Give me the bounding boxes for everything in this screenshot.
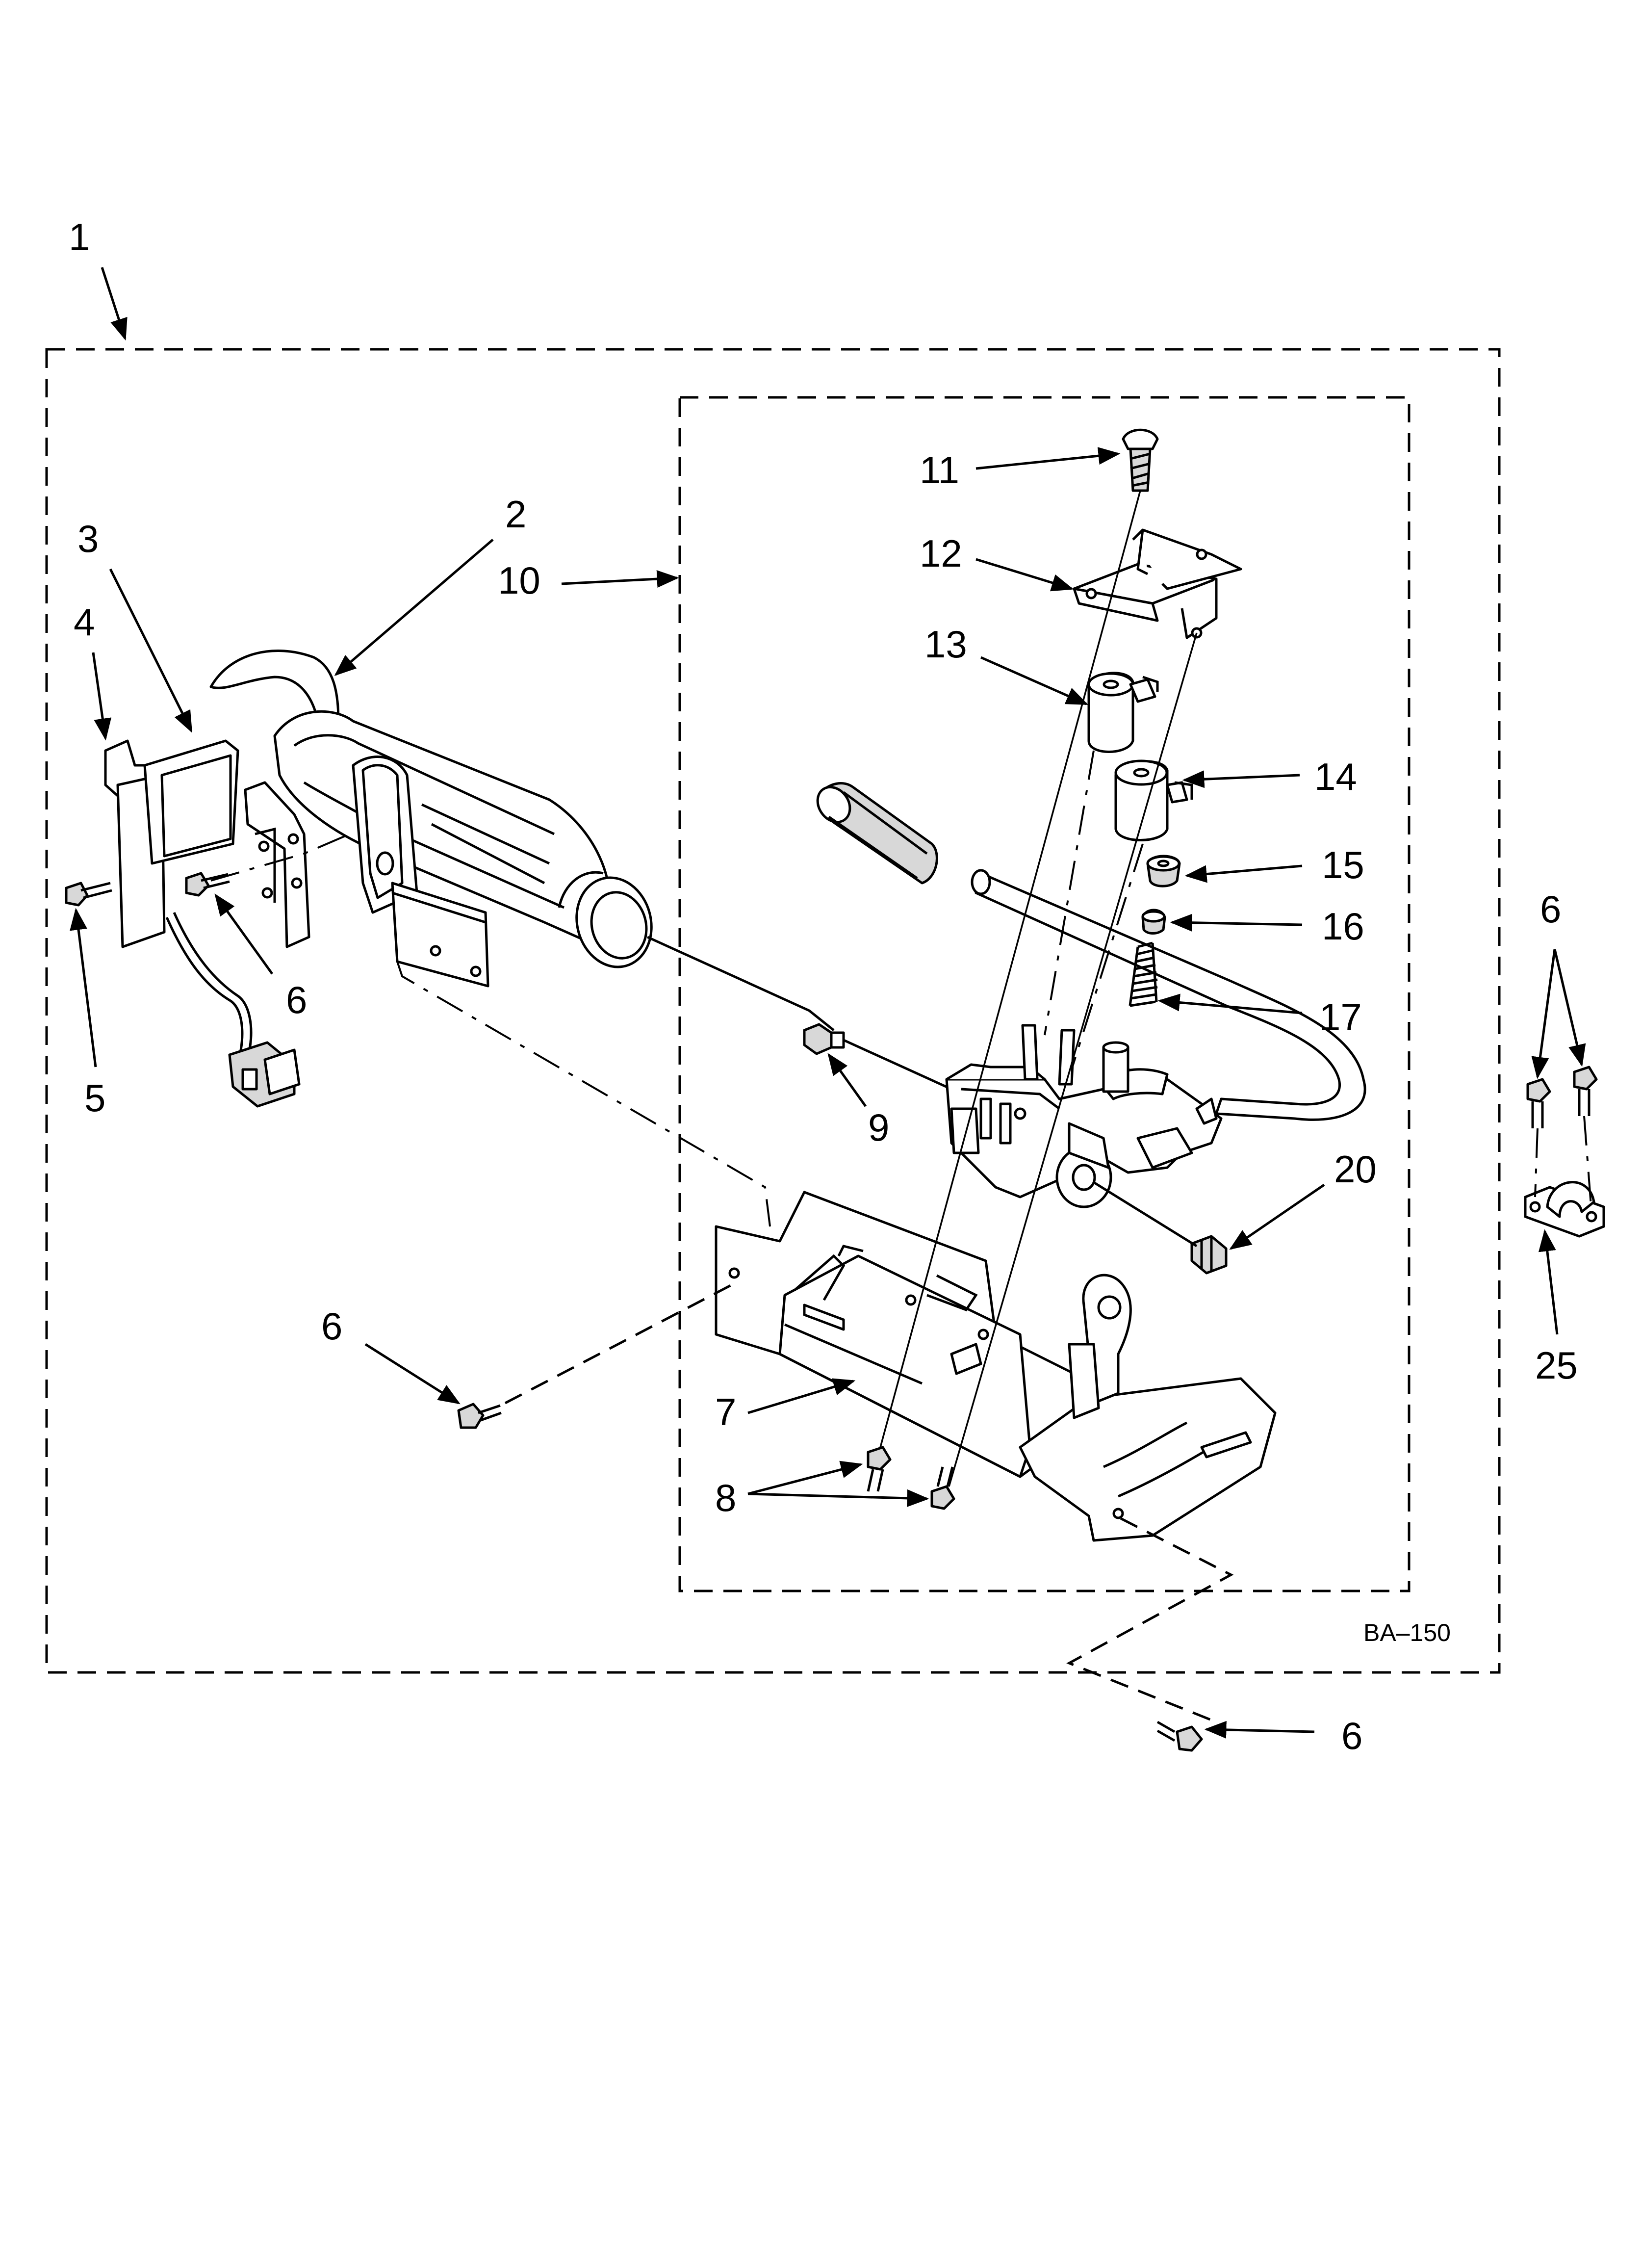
- clamp-line-b: [1583, 1116, 1592, 1212]
- stack-line-c: [1044, 750, 1095, 1036]
- connector-20: [1190, 1235, 1228, 1275]
- gas-valve: [945, 1024, 1223, 1208]
- callout-20: 20: [1334, 1147, 1377, 1191]
- screw-11: [1122, 428, 1159, 492]
- screw-6-right-a: [1526, 1078, 1551, 1128]
- screw-6-left: [185, 872, 230, 897]
- callout-6-mid: 6: [321, 1304, 342, 1348]
- gas-supply-pipe: [971, 869, 1366, 1121]
- leader-arrows: [70, 267, 1586, 1739]
- mounting-bracket: [715, 1191, 1277, 1542]
- callout-13: 13: [924, 623, 967, 666]
- callout-11: 11: [920, 448, 959, 492]
- callout-1: 1: [69, 215, 90, 259]
- spring-17: [1129, 941, 1158, 1007]
- callout-16: 16: [1322, 905, 1364, 948]
- callout-5: 5: [84, 1076, 105, 1120]
- screw-6-mid: [457, 1403, 502, 1429]
- stack-line-a: [879, 490, 1141, 1448]
- screw-6-bottom: [1156, 1721, 1203, 1752]
- callout-10: 10: [498, 559, 540, 602]
- callout-12: 12: [920, 532, 962, 575]
- screw-8b: [930, 1466, 955, 1510]
- callout-17: 17: [1319, 995, 1362, 1039]
- callout-6-bottom: 6: [1341, 1714, 1362, 1757]
- screw-8a: [867, 1446, 892, 1492]
- callout-6-right: 6: [1540, 887, 1561, 931]
- callout-14: 14: [1314, 755, 1357, 798]
- screw-6-right-b: [1573, 1066, 1598, 1116]
- callout-15: 15: [1322, 843, 1364, 886]
- callout-7: 7: [715, 1390, 736, 1434]
- clamp-25: [1524, 1181, 1605, 1238]
- callout-2: 2: [505, 493, 526, 536]
- kit-outer-box: [45, 348, 1501, 1674]
- igniter-bracket-assembly: [104, 739, 310, 1108]
- coil-14: [1114, 759, 1193, 841]
- callout-3: 3: [77, 517, 99, 560]
- orifice-9: [803, 1023, 845, 1055]
- mount-line-left: [396, 961, 771, 1227]
- screw-6-mid-line: [504, 1284, 732, 1405]
- pipe-stub: [816, 782, 938, 885]
- stack-line-b: [948, 632, 1198, 1487]
- callout-25: 25: [1535, 1344, 1578, 1387]
- stack-line-e: [1093, 1181, 1198, 1248]
- mount-line-bottom: [1066, 1517, 1234, 1723]
- clamp-line-a: [1534, 1128, 1539, 1198]
- orifice-axis: [843, 1039, 952, 1091]
- valve-inner-box: [678, 396, 1411, 1592]
- screw-alignment-line: [210, 823, 373, 882]
- callout-4: 4: [74, 600, 95, 644]
- tube-axis-line: [646, 936, 835, 1031]
- callout-9: 9: [868, 1106, 889, 1149]
- drawing-code: BA–150: [1363, 1619, 1451, 1646]
- burner-tube: [209, 650, 653, 988]
- stack-line-d: [1071, 843, 1144, 1070]
- coil-bracket-12: [1073, 528, 1242, 639]
- cap-16: [1141, 909, 1166, 935]
- screw-5: [65, 882, 112, 907]
- grommet-15: [1146, 855, 1181, 887]
- coil-13: [1087, 672, 1159, 753]
- callout-8: 8: [715, 1476, 736, 1519]
- callout-6-left: 6: [286, 978, 307, 1021]
